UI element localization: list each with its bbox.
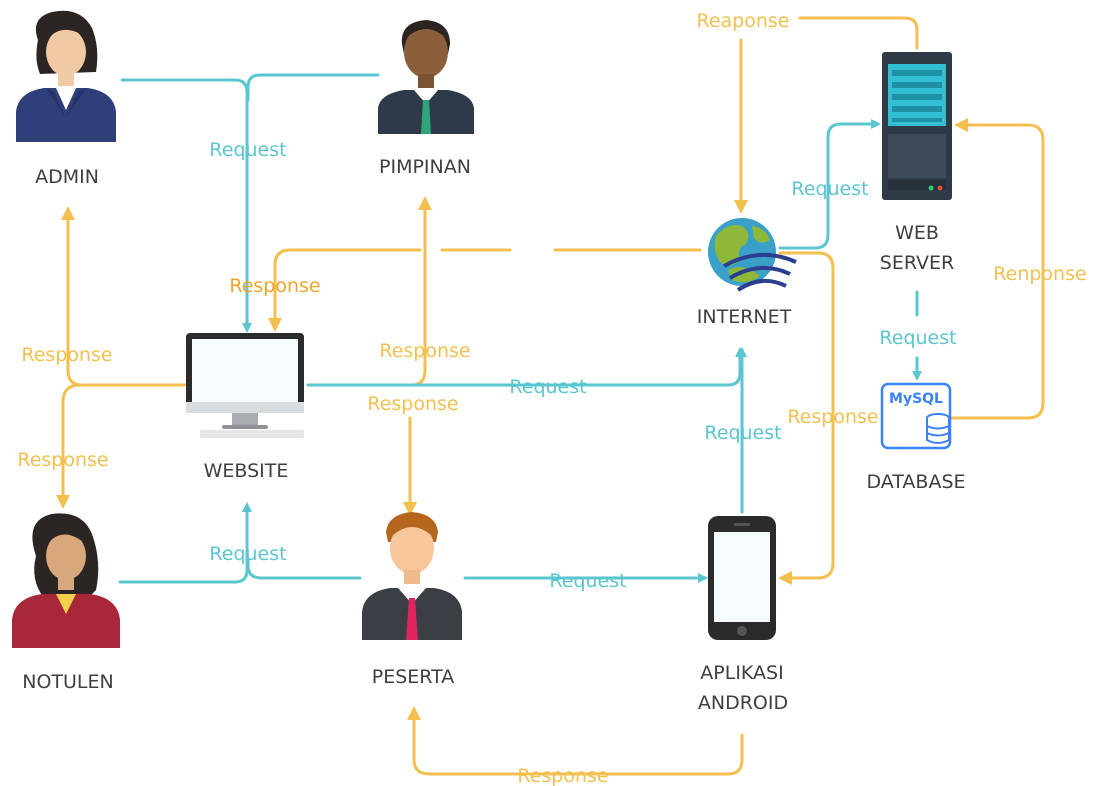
label-website-to-peserta: Response bbox=[367, 393, 458, 415]
female-notulen-icon bbox=[12, 513, 120, 648]
edge-peserta-to-website bbox=[246, 558, 362, 580]
label-webserver-to-internet: Reaponse bbox=[697, 10, 790, 32]
mysql-icon-text: MySQL bbox=[889, 391, 943, 407]
response-lines bbox=[56, 16, 1045, 776]
label-android-to-internet: Request bbox=[704, 422, 781, 444]
label-peserta-to-android: Request bbox=[549, 570, 626, 592]
pimpinan-label: PIMPINAN bbox=[379, 156, 471, 178]
label-webserver-to-database: Request bbox=[879, 327, 956, 349]
edge-internet-to-android bbox=[778, 251, 835, 585]
web-server-label-line2: SERVER bbox=[880, 252, 954, 274]
node-database: MySQL DATABASE bbox=[866, 382, 966, 493]
server-rack-icon bbox=[882, 52, 952, 200]
label-internet-to-webserver: Request bbox=[791, 178, 868, 200]
peserta-label: PESERTA bbox=[372, 666, 454, 688]
female-admin-icon bbox=[16, 10, 116, 142]
label-admin-to-website: Request bbox=[209, 139, 286, 161]
label-website-to-internet: Request bbox=[509, 376, 586, 398]
request-lines bbox=[118, 73, 917, 584]
node-web-server: WEB SERVER bbox=[880, 52, 954, 274]
edge-android-to-peserta bbox=[407, 706, 744, 776]
label-internet-to-android: Response bbox=[787, 406, 878, 428]
edge-website-to-internet bbox=[306, 347, 745, 387]
label-internet-to-website: Response bbox=[229, 275, 320, 297]
label-database-to-webserver: Renponse bbox=[993, 263, 1086, 285]
desktop-monitor-icon bbox=[186, 333, 304, 438]
android-label-line2: ANDROID bbox=[698, 692, 788, 714]
notulen-label: NOTULEN bbox=[22, 671, 113, 693]
edge-webserver-to-internet bbox=[798, 16, 919, 50]
edge-pimpinan-to-website bbox=[246, 73, 380, 102]
node-website: WEBSITE bbox=[186, 333, 304, 482]
edge-labels: Request Request Request Request Request … bbox=[17, 10, 1086, 786]
admin-label: ADMIN bbox=[35, 166, 99, 188]
label-website-to-admin: Response bbox=[21, 344, 112, 366]
edge-internet-to-website bbox=[275, 248, 702, 328]
web-server-label-line1: WEB bbox=[895, 222, 939, 244]
smartphone-icon bbox=[708, 516, 776, 640]
node-internet: INTERNET bbox=[697, 218, 797, 328]
male-manager-icon bbox=[378, 20, 474, 134]
internet-label: INTERNET bbox=[697, 306, 792, 328]
node-peserta: PESERTA bbox=[362, 512, 462, 688]
node-notulen: NOTULEN bbox=[12, 513, 120, 693]
male-participant-icon bbox=[362, 512, 462, 640]
label-android-to-peserta: Response bbox=[517, 765, 608, 786]
mysql-database-icon: MySQL bbox=[880, 382, 952, 450]
android-label-line1: APLIKASI bbox=[700, 662, 783, 684]
label-website-to-notulen: Response bbox=[17, 449, 108, 471]
node-admin: ADMIN bbox=[16, 10, 116, 188]
website-label: WEBSITE bbox=[204, 460, 289, 482]
database-label: DATABASE bbox=[866, 471, 965, 493]
label-website-to-pimpinan: Response bbox=[379, 340, 470, 362]
edge-database-to-webserver bbox=[950, 118, 1045, 420]
node-pimpinan: PIMPINAN bbox=[378, 20, 474, 178]
edge-internet-to-webserver bbox=[778, 119, 881, 250]
label-notulen-to-website: Request bbox=[209, 543, 286, 565]
edge-admin-to-website bbox=[120, 78, 252, 333]
edge-website-to-notulen bbox=[56, 383, 112, 509]
node-android: APLIKASI ANDROID bbox=[698, 516, 788, 714]
globe-icon bbox=[708, 218, 797, 292]
